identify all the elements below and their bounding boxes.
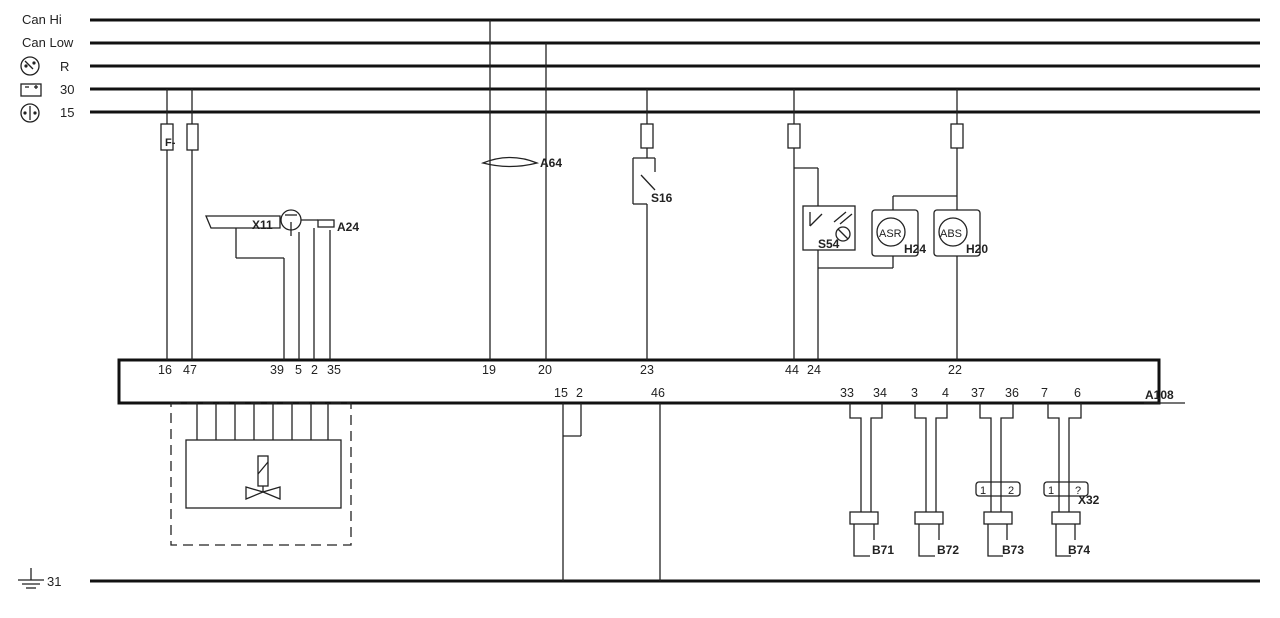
label-a108: A108 (1145, 388, 1174, 402)
wheel-sensor-b72: B72 (914, 403, 959, 557)
pin-20: 20 (538, 363, 552, 377)
conn-b74-pin1: 1 (1048, 485, 1054, 497)
pin-6: 6 (1074, 386, 1081, 400)
fuse-47 (186, 89, 199, 360)
valve-icon (245, 455, 281, 500)
label-a24: A24 (337, 220, 359, 234)
asr-text: ASR (879, 228, 902, 240)
rail-label-15: 15 (60, 105, 74, 120)
pin-2-bottom: 2 (576, 386, 583, 400)
conn-b73-pin2: 2 (1008, 485, 1014, 497)
rail-label-31: 31 (47, 574, 61, 589)
label-b72: B72 (937, 543, 959, 557)
pin-16: 16 (158, 363, 172, 377)
pin-5: 5 (295, 363, 302, 377)
label-a64: A64 (540, 156, 562, 170)
pin-22: 22 (948, 363, 962, 377)
pin-4: 4 (942, 386, 949, 400)
pin-33: 33 (840, 386, 854, 400)
connector-x11: X11 (205, 215, 285, 360)
pin-23: 23 (640, 363, 654, 377)
hydraulic-modulator (170, 402, 352, 546)
pin-39: 39 (270, 363, 284, 377)
wheel-sensor-b74: 1 ? X32 B74 (1043, 403, 1100, 557)
pin-19: 19 (482, 363, 496, 377)
pin-24: 24 (807, 363, 821, 377)
wheel-sensor-b71: B71 (849, 403, 894, 557)
label-b74: B74 (1068, 543, 1090, 557)
control-unit-a108 (117, 358, 1161, 405)
ground-wire-15-2 (562, 403, 582, 581)
label-x32: X32 (1078, 493, 1100, 507)
label-b71: B71 (872, 543, 894, 557)
wheel-sensor-b73: 1 2 B73 (975, 403, 1024, 557)
lamp-h24-asr: ASR H24 (871, 195, 957, 268)
rail-label-can-low: Can Low (22, 35, 74, 50)
pin-44: 44 (785, 363, 799, 377)
ignition-key-icon (20, 56, 40, 76)
label-h20: H20 (966, 242, 988, 256)
label-x11: X11 (252, 218, 273, 232)
battery-icon (20, 83, 42, 97)
conn-b74-pin2: ? (1075, 485, 1081, 497)
fuse-label-f: F- (165, 137, 176, 149)
pin-37: 37 (971, 386, 985, 400)
diagnostic-socket-icon (280, 209, 318, 360)
pin-46: 46 (651, 386, 665, 400)
rail-label-30: 30 (60, 82, 74, 97)
label-s16: S16 (651, 191, 673, 205)
sensor-a64: A64 (480, 20, 562, 360)
pin-2: 2 (311, 363, 318, 377)
module-a24: A24 (313, 219, 359, 360)
pin-15: 15 (554, 386, 568, 400)
rail-label-r: R (60, 59, 69, 74)
label-s54: S54 (818, 237, 840, 251)
pin-47: 47 (183, 363, 197, 377)
pin-36: 36 (1005, 386, 1019, 400)
pin-7: 7 (1041, 386, 1048, 400)
rail-label-can-hi: Can Hi (22, 12, 62, 27)
pin-35: 35 (327, 363, 341, 377)
abs-text: ABS (940, 228, 962, 240)
conn-b73-pin1: 1 (980, 485, 986, 497)
pin-34: 34 (873, 386, 887, 400)
lamp-h20-abs: ABS H20 (933, 89, 988, 360)
ignition-switch-icon (20, 103, 40, 123)
ground-icon (18, 568, 44, 589)
label-b73: B73 (1002, 543, 1024, 557)
fuse-f: F- (160, 89, 176, 360)
pin-3: 3 (911, 386, 918, 400)
switch-s16: S16 (632, 89, 673, 360)
switch-s54: S54 (787, 89, 893, 360)
label-h24: H24 (904, 242, 926, 256)
